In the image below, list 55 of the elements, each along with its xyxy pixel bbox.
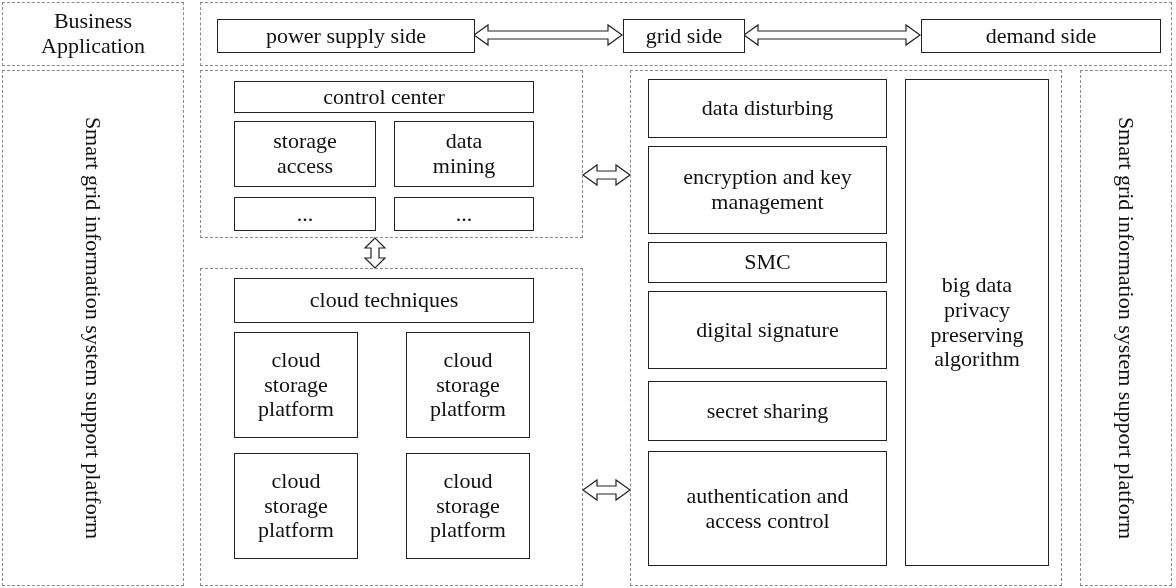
box-label: control center xyxy=(322,84,446,110)
side-panel xyxy=(2,70,184,586)
module-box xyxy=(234,278,534,323)
module-box xyxy=(648,291,887,369)
box-label: cloud storage platform xyxy=(257,469,335,543)
box-label: secret sharing xyxy=(705,398,830,424)
double-arrow xyxy=(581,163,632,187)
box-label: cloud storage platform xyxy=(429,469,507,543)
module-box xyxy=(217,19,475,53)
dashed-frame xyxy=(200,268,583,586)
module-box xyxy=(905,79,1049,566)
box-label: cloud storage platform xyxy=(429,348,507,422)
dashed-frame xyxy=(630,70,1062,586)
module-box xyxy=(623,19,745,53)
vertical-label: Smart grid information system support platform xyxy=(80,115,106,542)
box-label: Business Application xyxy=(40,9,146,59)
double-arrow xyxy=(581,478,632,502)
box-label: cloud storage platform xyxy=(257,348,335,422)
box-label: digital signature xyxy=(695,317,840,343)
box-label: SMC xyxy=(743,250,792,275)
box-label: grid side xyxy=(644,23,724,49)
side-panel xyxy=(1080,70,1172,586)
label-frame xyxy=(2,2,184,66)
dashed-frame xyxy=(200,2,1172,66)
module-box xyxy=(394,121,534,187)
double-arrow xyxy=(472,23,624,47)
module-box xyxy=(648,451,887,566)
module-box xyxy=(648,242,887,283)
box-label: data mining xyxy=(431,129,497,179)
double-arrow xyxy=(363,237,387,269)
double-arrow xyxy=(742,23,922,47)
box-label: storage access xyxy=(272,129,338,179)
box-label: power supply side xyxy=(264,23,428,49)
module-box xyxy=(394,197,534,231)
module-box xyxy=(648,146,887,234)
box-label: ... xyxy=(295,201,315,227)
module-box xyxy=(406,453,530,559)
module-box xyxy=(234,197,376,231)
module-box xyxy=(234,453,358,559)
dashed-frame xyxy=(200,70,583,238)
box-label: authentication and access control xyxy=(685,483,850,534)
box-label: data disturbing xyxy=(700,96,835,121)
vertical-label: Smart grid information system support platform xyxy=(1113,115,1139,542)
module-box xyxy=(406,332,530,438)
module-box xyxy=(921,19,1161,53)
box-label: encryption and key management xyxy=(682,165,853,215)
module-box xyxy=(234,332,358,438)
box-label: big data privacy preserving algorithm xyxy=(929,273,1025,372)
box-label: ... xyxy=(454,201,474,227)
module-box xyxy=(648,381,887,441)
module-box xyxy=(234,81,534,113)
module-box xyxy=(648,79,887,138)
box-label: cloud techniques xyxy=(308,288,460,313)
module-box xyxy=(234,121,376,187)
box-label: demand side xyxy=(984,23,1098,49)
